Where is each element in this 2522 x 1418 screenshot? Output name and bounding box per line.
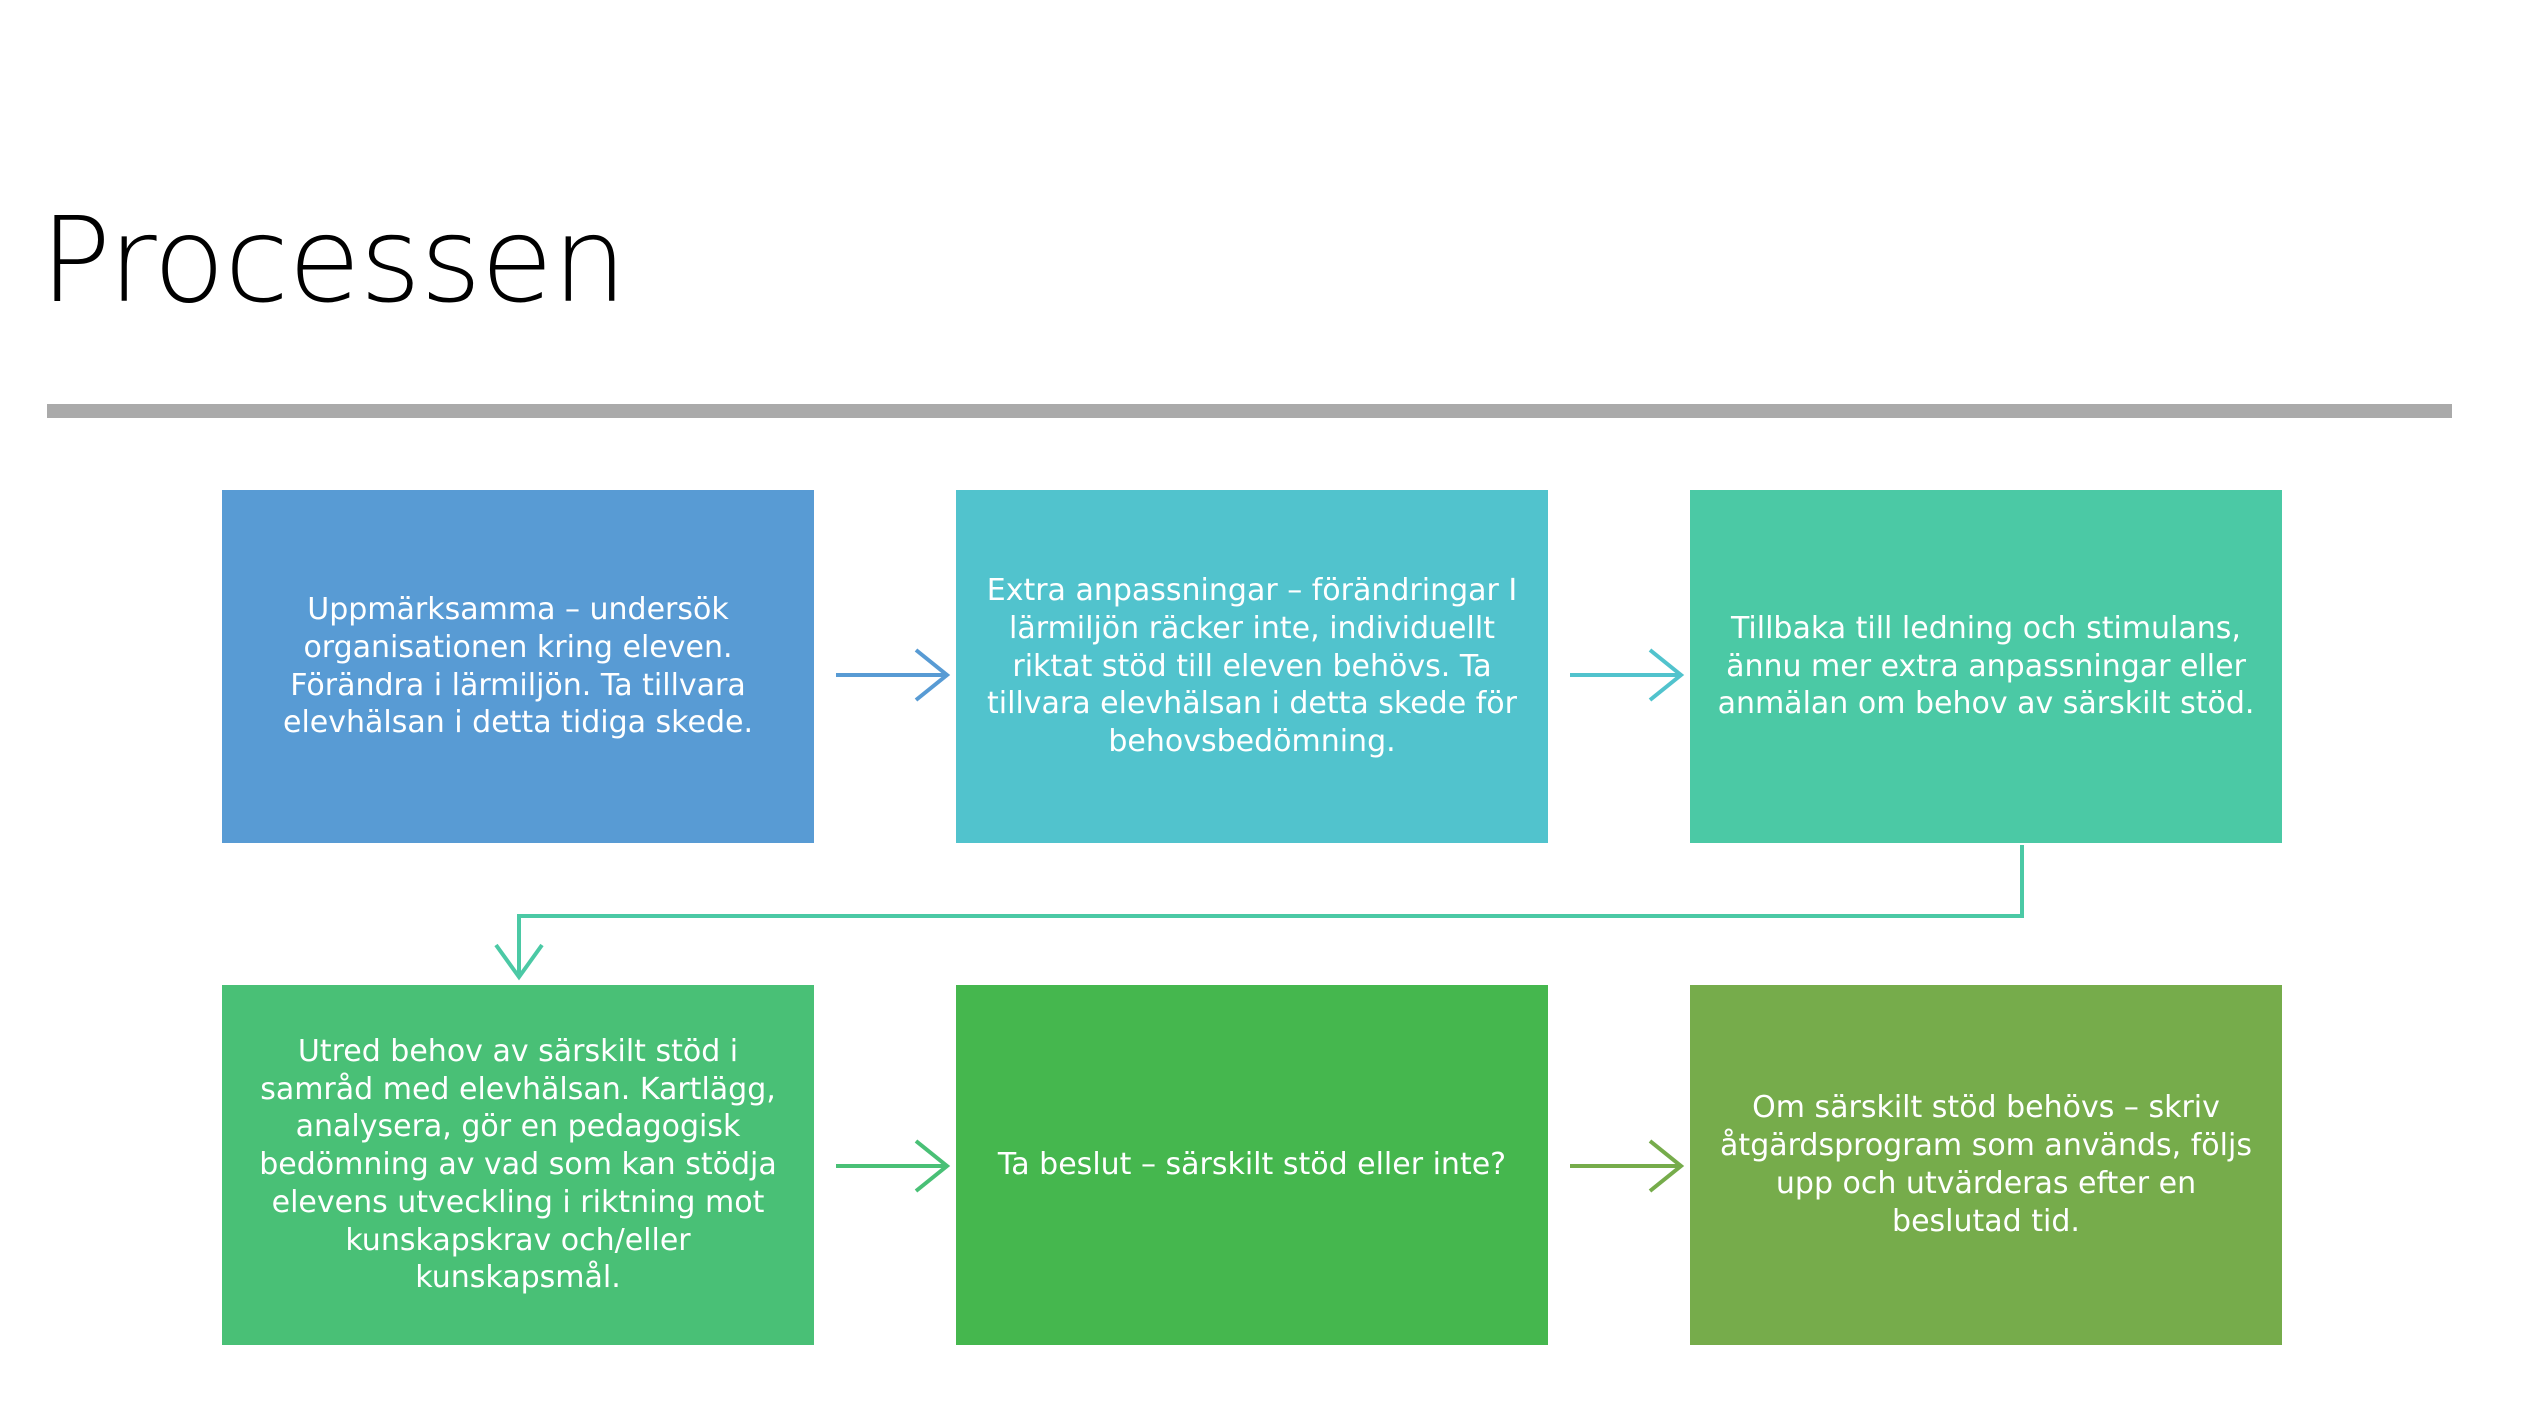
arrow-box3-to-box4 [494,845,2024,981]
process-box-3-label: Tillbaka till ledning och stimulans, änn… [1717,610,2255,722]
process-box-5-label: Ta beslut – särskilt stöd eller inte? [997,1147,1507,1183]
process-box-6-label: Om särskilt stöd behövs – skriv åtgärdsp… [1720,1090,2252,1239]
process-box-2-label: Extra anpassningar – förändringar I lärm… [986,573,1518,760]
process-box-4-label: Utred behov av särskilt stöd i samråd me… [259,1033,777,1296]
process-box-4-utred-behov[interactable]: Utred behov av särskilt stöd i samråd me… [222,985,814,1345]
process-box-3-tillbaka-till-ledning[interactable]: Tillbaka till ledning och stimulans, änn… [1690,490,2282,843]
title-divider-bar [47,404,2452,418]
arrow-box2-to-box3 [1570,648,1685,702]
arrow-box5-to-box6 [1570,1139,1685,1193]
process-box-5-ta-beslut[interactable]: Ta beslut – särskilt stöd eller inte? [956,985,1548,1345]
process-box-2-extra-anpassningar[interactable]: Extra anpassningar – förändringar I lärm… [956,490,1548,843]
arrow-box1-to-box2 [836,648,951,702]
arrow-box4-to-box5 [836,1139,951,1193]
process-box-1-uppmarksamma[interactable]: Uppmärksamma – undersök organisationen k… [222,490,814,843]
page-title: Processen [40,191,627,330]
process-box-1-label: Uppmärksamma – undersök organisationen k… [283,591,753,741]
process-box-6-atgardsprogram[interactable]: Om särskilt stöd behövs – skriv åtgärdsp… [1690,985,2282,1345]
